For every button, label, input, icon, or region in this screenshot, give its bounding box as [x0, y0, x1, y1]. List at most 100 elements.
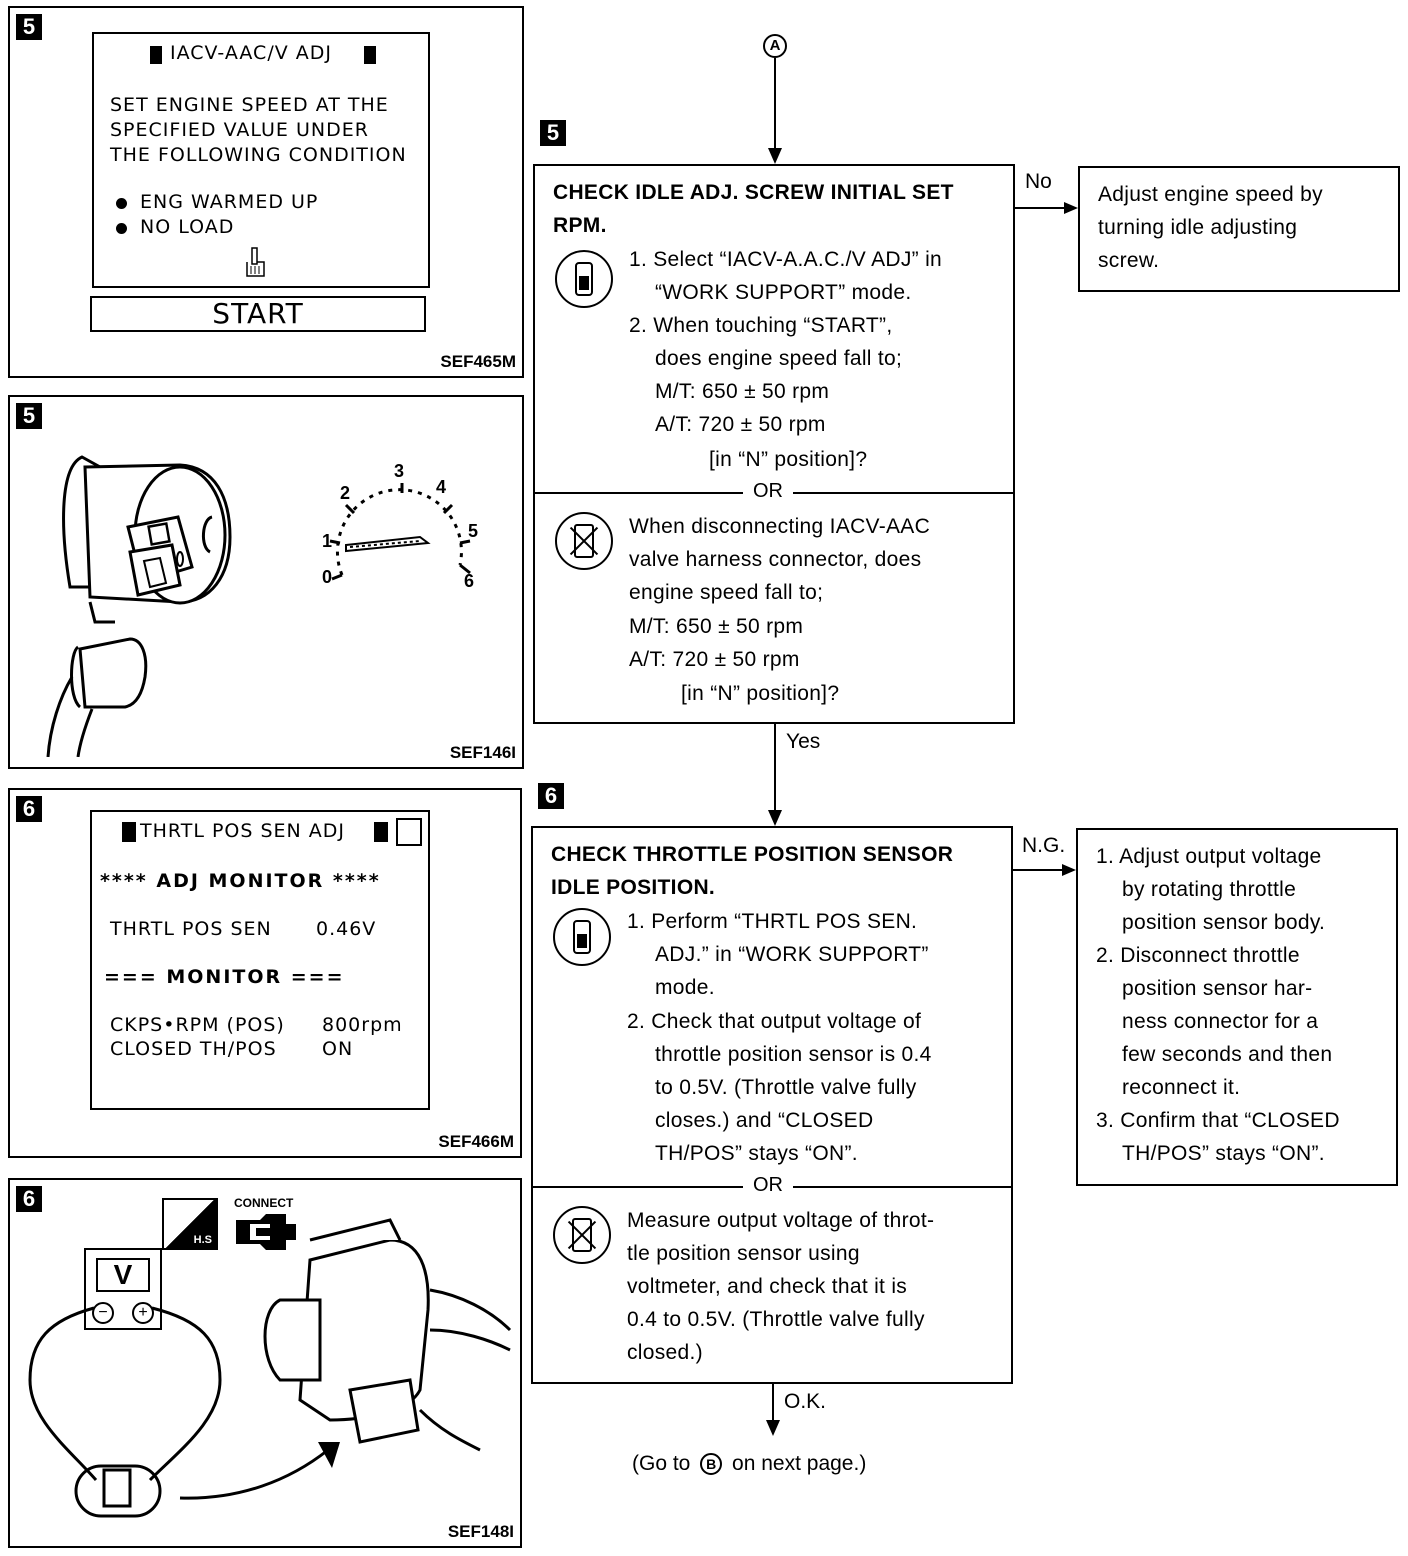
ng-action-line: TH/POS” stays “ON”. [1122, 1142, 1325, 1165]
step5-b-line: When disconnecting IACV-AAC [629, 515, 931, 538]
flow-arrow [766, 1420, 780, 1436]
voltmeter: V − + [84, 1248, 162, 1330]
figure-code: SEF146I [449, 743, 516, 762]
connector-a-label: A [769, 37, 781, 54]
title-marker-left [122, 822, 136, 842]
ok-label: O.K. [784, 1390, 827, 1413]
title-marker-right [364, 46, 376, 64]
connect-icon [236, 1214, 296, 1250]
iacv-valve-connector-illustration [46, 455, 232, 757]
figure-code: SEF465M [440, 352, 516, 371]
step-badge: 5 [540, 120, 566, 146]
consult-screen: IACV-AAC/V ADJ SET ENGINE SPEED AT THE S… [92, 32, 430, 288]
hs-label: H.S [193, 1234, 212, 1246]
flow-line [1013, 869, 1063, 871]
consult-screen: THRTL POS SEN ADJ **** ADJ MONITOR **** … [90, 810, 430, 1110]
step5-a-line: 1. Select “IACV-A.A.C./V ADJ” in [629, 248, 943, 271]
consult-tester-icon [555, 250, 613, 308]
tach-tick-label: 1 [322, 531, 333, 551]
connector-a-icon: A [763, 34, 787, 58]
flow-arrow [1064, 202, 1078, 214]
voltmeter-wiring-illustration [28, 1218, 512, 1518]
monitor-row-value: 800rpm [322, 1014, 403, 1036]
touch-hand-icon [246, 247, 265, 277]
or-label: OR [743, 480, 793, 503]
voltmeter-display: V [96, 1258, 150, 1292]
connector-b-label: B [706, 1456, 717, 1473]
tach-tick-label: 0 [322, 567, 333, 587]
flow-line [774, 58, 776, 150]
footer-note: (Go to B on next page.) [632, 1452, 866, 1476]
step6-check-box: CHECK THROTTLE POSITION SENSOR IDLE POSI… [531, 826, 1013, 1384]
consult-tester-icon [553, 908, 611, 966]
step5-a-line: A/T: 720 ± 50 rpm [655, 413, 826, 436]
yes-label: Yes [786, 730, 821, 753]
flow-arrow [1062, 864, 1076, 876]
step-badge: 5 [16, 403, 42, 429]
step6-a-line: to 0.5V. (Throttle valve fully [655, 1076, 917, 1099]
step6-a-line: TH/POS” stays “ON”. [655, 1142, 858, 1165]
step6-b-line: Measure output voltage of throt- [627, 1209, 935, 1232]
monitor-row-label: CLOSED TH/POS [110, 1038, 277, 1060]
tach-tick-label: 4 [436, 477, 447, 497]
step5-b-line: engine speed fall to; [629, 581, 824, 604]
screen-line: SPECIFIED VALUE UNDER [110, 119, 369, 141]
step-badge: 6 [16, 1186, 42, 1212]
step5-b-line: [in “N” position]? [681, 682, 840, 705]
step5-a-line: 2. When touching “START”, [629, 314, 893, 337]
condition-item: ENG WARMED UP [140, 191, 319, 213]
step6-ng-action-box: 1. Adjust output voltage by rotating thr… [1076, 828, 1398, 1186]
step6-a-line: 1. Perform “THRTL POS SEN. [627, 910, 918, 933]
step5-a-line: does engine speed fall to; [655, 347, 903, 370]
figure-code: SEF148I [447, 1522, 514, 1541]
adj-monitor-header: **** ADJ MONITOR **** [100, 870, 381, 892]
disconnect-connector-icon [553, 1206, 611, 1264]
minus-terminal-icon: − [92, 1302, 114, 1324]
step-badge: 6 [538, 783, 564, 809]
figure-panel-iacv-screen: 5 IACV-AAC/V ADJ SET ENGINE SPEED AT THE… [8, 6, 524, 378]
flow-line [772, 1384, 774, 1422]
ng-action-line: 1. Adjust output voltage [1096, 845, 1322, 868]
monitor-row-value: ON [322, 1038, 354, 1060]
ng-action-line: position sensor body. [1122, 911, 1326, 934]
figure-panel-voltmeter: 6 H.S CONNECT V − + [8, 1178, 522, 1548]
screen-title: THRTL POS SEN ADJ [140, 820, 346, 842]
ng-action-line: by rotating throttle [1122, 878, 1297, 901]
step-badge: 6 [16, 796, 42, 822]
start-button-label: START [212, 297, 304, 330]
sensor-label: THRTL POS SEN [110, 918, 272, 940]
step5-no-action-box: Adjust engine speed by turning idle adju… [1078, 166, 1400, 292]
sensor-value: 0.46V [316, 918, 377, 940]
flow-line [774, 724, 776, 812]
figure-panel-valve-tachometer: 5 0 1 2 3 4 5 6 SEF146I [8, 395, 524, 769]
bullet-icon [116, 223, 127, 234]
no-action-line: turning idle adjusting [1098, 216, 1298, 239]
monitor-header: === MONITOR === [104, 966, 345, 988]
no-action-line: Adjust engine speed by [1098, 183, 1323, 206]
flow-line [1015, 207, 1065, 209]
screen-title: IACV-AAC/V ADJ [170, 42, 332, 64]
step5-b-line: M/T: 650 ± 50 rpm [629, 615, 804, 638]
tach-tick-label: 5 [468, 521, 479, 541]
step5-b-line: A/T: 720 ± 50 rpm [629, 648, 800, 671]
flow-arrow [768, 810, 782, 826]
step6-b-line: 0.4 to 0.5V. (Throttle valve fully [627, 1308, 925, 1331]
step5-check-box: CHECK IDLE ADJ. SCREW INITIAL SET RPM. 1… [533, 164, 1015, 724]
step6-a-line: closes.) and “CLOSED [655, 1109, 874, 1132]
title-marker-right [374, 822, 388, 842]
step6-a-line: 2. Check that output voltage of [627, 1010, 922, 1033]
ng-action-line: 3. Confirm that “CLOSED [1096, 1109, 1340, 1132]
tach-tick-label: 2 [340, 483, 351, 503]
figure-panel-tps-screen: 6 THRTL POS SEN ADJ **** ADJ MONITOR ***… [8, 788, 522, 1158]
step6-b-line: tle position sensor using [627, 1242, 860, 1265]
connect-label: CONNECT [234, 1196, 294, 1210]
figure-code: SEF466M [438, 1132, 514, 1151]
monitor-row-label: CKPS•RPM (POS) [110, 1014, 285, 1036]
start-button[interactable]: START [90, 296, 426, 332]
bullet-icon [116, 198, 127, 209]
footer-prefix: (Go to [632, 1452, 691, 1475]
step6-a-line: throttle position sensor is 0.4 [655, 1043, 932, 1066]
step5-title: CHECK IDLE ADJ. SCREW INITIAL SET [553, 181, 954, 204]
step6-title: CHECK THROTTLE POSITION SENSOR [551, 843, 954, 866]
step5-a-line: M/T: 650 ± 50 rpm [655, 380, 830, 403]
